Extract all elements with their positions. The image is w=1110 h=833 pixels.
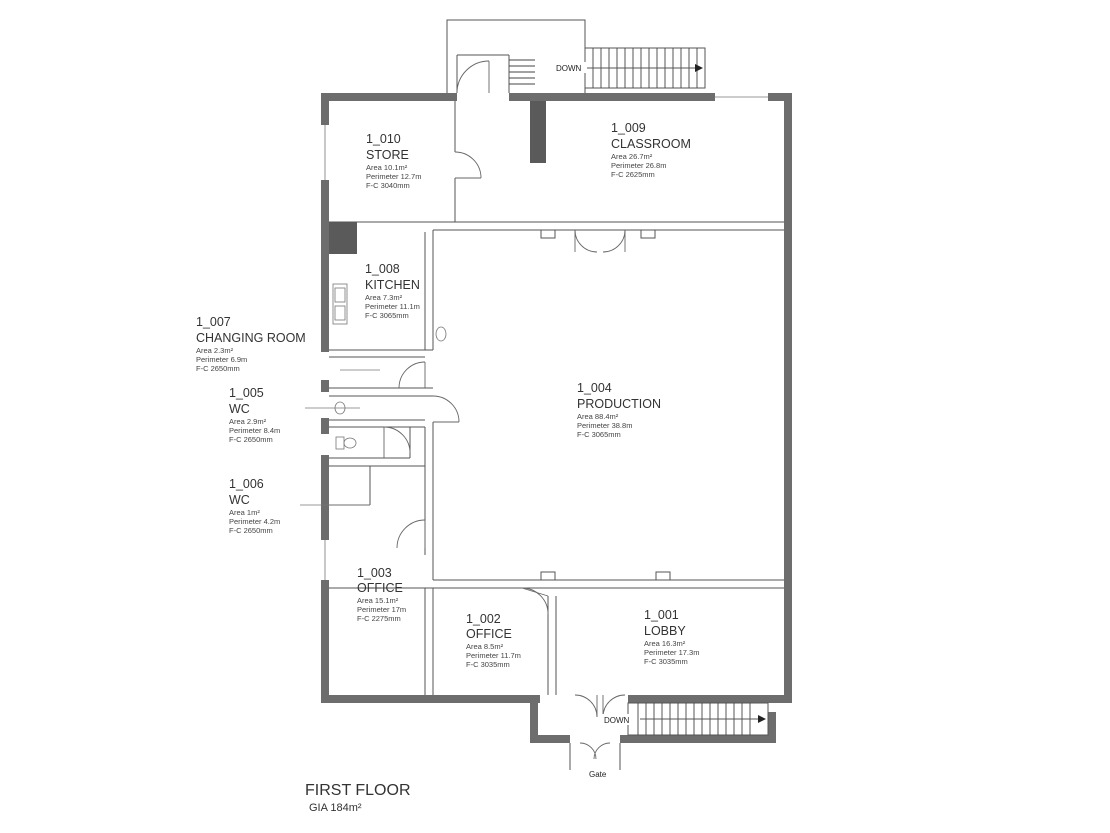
room-label-1_004: 1_004 PRODUCTION Area 88.4m² Perimeter 3…	[577, 381, 661, 439]
room-name: CHANGING ROOM	[196, 331, 306, 345]
room-id: 1_001	[644, 608, 679, 622]
room-fc: F-C 3065mm	[365, 311, 409, 320]
bottom-stair-label: DOWN	[604, 716, 630, 725]
top-stair-enclosure: DOWN	[446, 19, 706, 94]
room-fc: F-C 3035mm	[644, 657, 688, 666]
room-label-1_002: 1_002 OFFICE Area 8.5m² Perimeter 11.7m …	[466, 612, 521, 669]
room-perimeter: Perimeter 17.3m	[644, 648, 699, 657]
room-name: WC	[229, 402, 250, 416]
room-area: Area 2.3m²	[196, 346, 234, 355]
room-area: Area 8.5m²	[466, 642, 504, 651]
room-id: 1_005	[229, 386, 264, 400]
entry-stairs: Gate DOWN	[569, 694, 769, 779]
room-perimeter: Perimeter 12.7m	[366, 172, 421, 181]
room-fc: F-C 3035mm	[466, 660, 510, 669]
room-label-1_003: 1_003 OFFICE Area 15.1m² Perimeter 17m F…	[357, 566, 406, 623]
room-area: Area 15.1m²	[357, 596, 399, 605]
room-id: 1_002	[466, 612, 501, 626]
room-label-1_007: 1_007 CHANGING ROOM Area 2.3m² Perimeter…	[196, 315, 306, 373]
room-label-1_006: 1_006 WC Area 1m² Perimeter 4.2m F-C 265…	[229, 477, 280, 535]
leader-lines	[300, 369, 380, 506]
room-label-1_008: 1_008 KITCHEN Area 7.3m² Perimeter 11.1m…	[365, 262, 420, 320]
room-area: Area 26.7m²	[611, 152, 653, 161]
outer-walls	[321, 93, 792, 743]
room-perimeter: Perimeter 4.2m	[229, 517, 280, 526]
room-name: PRODUCTION	[577, 397, 661, 411]
room-id: 1_008	[365, 262, 400, 276]
room-fc: F-C 2275mm	[357, 614, 401, 623]
room-perimeter: Perimeter 38.8m	[577, 421, 632, 430]
room-name: CLASSROOM	[611, 137, 691, 151]
room-perimeter: Perimeter 6.9m	[196, 355, 247, 364]
room-id: 1_006	[229, 477, 264, 491]
room-area: Area 7.3m²	[365, 293, 403, 302]
room-fc: F-C 2650mm	[196, 364, 240, 373]
room-label-1_010: 1_010 STORE Area 10.1m² Perimeter 12.7m …	[366, 132, 421, 190]
room-fc: F-C 3040mm	[366, 181, 410, 190]
room-area: Area 88.4m²	[577, 412, 619, 421]
room-fc: F-C 2625mm	[611, 170, 655, 179]
room-id: 1_004	[577, 381, 612, 395]
room-id: 1_007	[196, 315, 231, 329]
room-name: KITCHEN	[365, 278, 420, 292]
interior-partitions	[329, 101, 784, 695]
room-name: LOBBY	[644, 624, 686, 638]
room-name: WC	[229, 493, 250, 507]
room-perimeter: Perimeter 11.7m	[466, 651, 521, 660]
room-name: STORE	[366, 148, 409, 162]
room-label-1_005: 1_005 WC Area 2.9m² Perimeter 8.4m F-C 2…	[229, 386, 280, 444]
room-id: 1_003	[357, 566, 392, 580]
plan-title-block: FIRST FLOOR GIA 184m²	[305, 782, 411, 814]
room-perimeter: Perimeter 8.4m	[229, 426, 280, 435]
room-perimeter: Perimeter 17m	[357, 605, 406, 614]
room-fc: F-C 3065mm	[577, 430, 621, 439]
room-area: Area 16.3m²	[644, 639, 686, 648]
top-stair-label: DOWN	[556, 64, 582, 73]
room-id: 1_010	[366, 132, 401, 146]
room-name: OFFICE	[466, 627, 512, 641]
room-fc: F-C 2650mm	[229, 526, 273, 535]
room-name: OFFICE	[357, 581, 403, 595]
gate-label: Gate	[589, 770, 607, 779]
room-fc: F-C 2650mm	[229, 435, 273, 444]
room-label-1_001: 1_001 LOBBY Area 16.3m² Perimeter 17.3m …	[644, 608, 699, 666]
room-perimeter: Perimeter 11.1m	[365, 302, 420, 311]
room-area: Area 2.9m²	[229, 417, 267, 426]
plan-gia: GIA 184m²	[309, 802, 362, 814]
room-perimeter: Perimeter 26.8m	[611, 161, 666, 170]
plan-title: FIRST FLOOR	[305, 782, 411, 799]
room-area: Area 10.1m²	[366, 163, 408, 172]
room-label-1_009: 1_009 CLASSROOM Area 26.7m² Perimeter 26…	[611, 121, 691, 179]
room-area: Area 1m²	[229, 508, 260, 517]
room-id: 1_009	[611, 121, 646, 135]
